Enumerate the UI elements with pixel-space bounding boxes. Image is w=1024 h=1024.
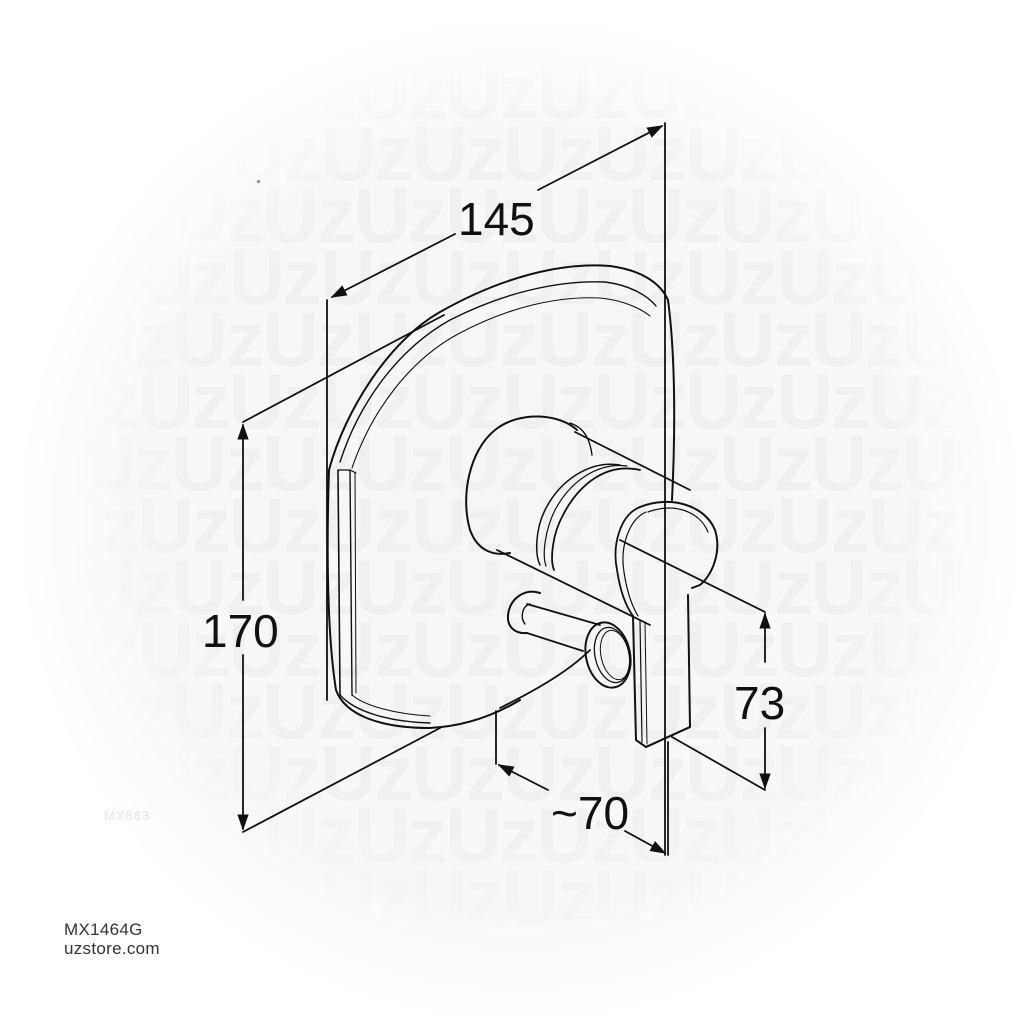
diverter-knob (506, 590, 632, 689)
dimension-width (326, 122, 666, 856)
projection-dimension-label: ~70 (551, 787, 630, 839)
dimension-height (237, 314, 445, 833)
stray-dot (257, 180, 260, 183)
website-url: uzstore.com (64, 939, 160, 958)
dimension-projection (495, 710, 669, 856)
background-glow (20, 20, 1020, 1020)
mixer-handle (465, 415, 719, 748)
height-dimension-label: 170 (202, 605, 279, 657)
dimension-handle-height (619, 539, 771, 791)
width-dimension-label: 145 (458, 193, 535, 245)
handle-height-dimension-label: 73 (734, 677, 786, 729)
product-code: MX1464G (64, 920, 143, 939)
faint-watermark-code: MX863 (104, 808, 151, 823)
cover-plate (326, 264, 676, 729)
footer: MX1464G uzstore.com (64, 920, 160, 958)
